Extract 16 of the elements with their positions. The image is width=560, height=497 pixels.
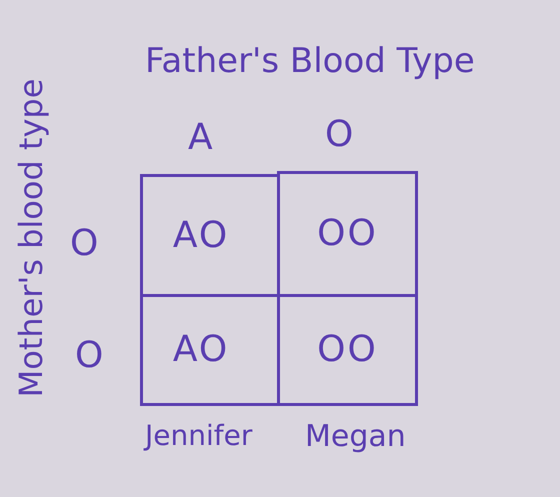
genotype-text: AO (172, 332, 230, 368)
punnett-square-cell (140, 294, 280, 406)
genotype-text: AO (172, 218, 230, 254)
genotype-text: OO (317, 216, 378, 252)
punnett-square-cell (277, 294, 418, 406)
child-name-label: Jennifer (145, 422, 252, 450)
genotype-text: OO (317, 332, 378, 368)
allele-label: A (188, 120, 213, 156)
allele-label: O (75, 338, 104, 374)
allele-label: O (70, 226, 98, 262)
axis-title: Mother's blood type (15, 78, 47, 398)
axis-title: Father's Blood Type (145, 44, 475, 78)
punnett-square-cell (140, 174, 280, 297)
child-name-label: Megan (305, 422, 406, 452)
allele-label: O (325, 117, 354, 153)
punnett-square-cell (277, 171, 418, 297)
